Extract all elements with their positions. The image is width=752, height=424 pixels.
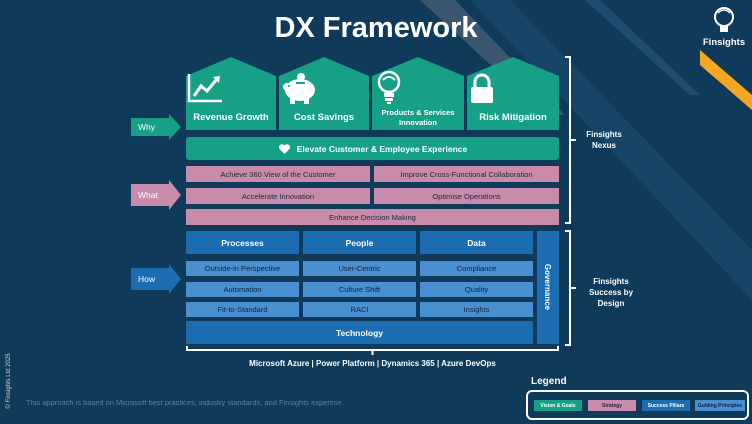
principle-item: Fit-to-Standard xyxy=(186,302,299,317)
principle-item: Outside-in Perspective xyxy=(186,261,299,276)
how-arrow: How xyxy=(131,264,181,294)
house-revenue-growth: Revenue Growth xyxy=(186,57,276,130)
house-label: Products & Services Innovation xyxy=(381,108,455,127)
technology-bar: Technology xyxy=(186,321,533,344)
why-label: Why xyxy=(138,122,155,132)
lightbulb-logo-icon xyxy=(714,7,734,32)
finsights-logo: Finsights xyxy=(702,4,746,50)
page-title: DX Framework xyxy=(274,12,478,44)
strategy-item: Accelerate Innovation xyxy=(186,188,370,204)
principle-item: Culture Shift xyxy=(303,282,416,297)
principle-item: User-Centric xyxy=(303,261,416,276)
what-label: What xyxy=(138,190,158,200)
legend-item-pillars: Success Pillars xyxy=(642,400,690,411)
platform-bracket xyxy=(186,346,559,355)
pillar-people: People xyxy=(303,231,416,254)
strategy-item: Enhance Decision Making xyxy=(186,209,559,225)
legend-item-vision: Vision & Goals xyxy=(534,400,582,411)
legend-item-strategy: Strategy xyxy=(588,400,636,411)
how-label: How xyxy=(138,274,156,284)
strategy-item: Achieve 360 View of the Customer xyxy=(186,166,370,182)
governance-bar: Governance xyxy=(537,231,559,344)
success-label: Finsights Success by Design xyxy=(588,277,634,308)
vision-bar: Elevate Customer & Employee Experience xyxy=(186,137,559,160)
what-arrow: What xyxy=(131,180,181,210)
nexus-label: Finsights Nexus xyxy=(586,130,622,150)
principle-item: Compliance xyxy=(420,261,533,276)
house-label: Risk Mitigation xyxy=(479,112,547,123)
pillar-data: Data xyxy=(420,231,533,254)
strategy-item: Improve Cross-Functional Collaboration xyxy=(374,166,559,182)
legend-box: Vision & Goals Strategy Success Pillars … xyxy=(526,390,749,420)
pillar-processes: Processes xyxy=(186,231,299,254)
house-label: Cost Savings xyxy=(293,112,355,123)
principle-item: Automation xyxy=(186,282,299,297)
footnote: This approach is based on Microsoft best… xyxy=(26,398,344,407)
house-products-services-innovation: Products & Services Innovation xyxy=(372,57,464,130)
strategy-item: Optimise Operations xyxy=(374,188,559,204)
copyright-text: © Finsights Ltd 2025 xyxy=(6,353,12,409)
principle-item: Quality xyxy=(420,282,533,297)
legend-item-principles: Guiding Principles xyxy=(695,400,745,411)
principle-item: Insights xyxy=(420,302,533,317)
nexus-bracket xyxy=(565,56,576,224)
heart-hand-icon xyxy=(278,143,290,154)
success-bracket xyxy=(565,230,576,346)
vision-bar-label: Elevate Customer & Employee Experience xyxy=(296,143,468,154)
principle-item: RACI xyxy=(303,302,416,317)
platforms-text: Microsoft Azure | Power Platform | Dynam… xyxy=(249,359,496,368)
house-cost-savings: Cost Savings xyxy=(279,57,369,130)
governance-label: Governance xyxy=(543,263,553,311)
logo-text: Finsights xyxy=(702,37,746,48)
legend-title: Legend xyxy=(531,376,567,387)
house-risk-mitigation: Risk Mitigation xyxy=(467,57,559,130)
why-arrow: Why xyxy=(131,114,181,140)
house-label: Revenue Growth xyxy=(193,112,269,123)
